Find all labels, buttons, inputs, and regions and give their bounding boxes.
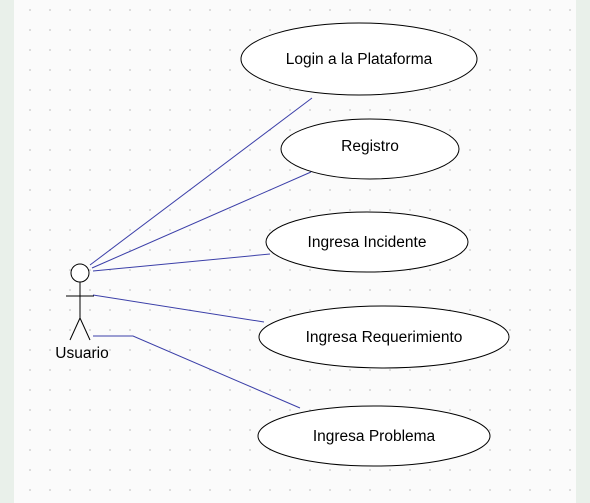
- use-case-label-login: Login a la Plataforma: [286, 51, 433, 68]
- stick-figure-icon: [66, 263, 94, 341]
- use-case-incidente[interactable]: Ingresa Incidente: [265, 211, 469, 273]
- association-line-incidente[interactable]: [92, 253, 271, 272]
- association-line-registro[interactable]: [91, 171, 312, 269]
- association-line-problema[interactable]: [93, 335, 301, 409]
- use-case-label-requerimiento: Ingresa Requerimiento: [306, 329, 463, 346]
- use-case-label-problema: Ingresa Problema: [313, 428, 436, 445]
- association-line-login[interactable]: [89, 97, 313, 266]
- use-case-problema[interactable]: Ingresa Problema: [257, 405, 491, 467]
- use-case-requerimiento[interactable]: Ingresa Requerimiento: [258, 305, 510, 369]
- use-case-label-incidente: Ingresa Incidente: [308, 234, 427, 251]
- actor-usuario[interactable]: [66, 263, 94, 341]
- use-case-label-registro: Registro: [341, 138, 399, 155]
- use-case-login[interactable]: Login a la Plataforma: [240, 22, 478, 96]
- association-line-requerimiento[interactable]: [92, 294, 265, 323]
- use-case-registro[interactable]: Registro: [280, 118, 460, 180]
- associations: [89, 97, 313, 409]
- actor-label: Usuario: [55, 345, 108, 362]
